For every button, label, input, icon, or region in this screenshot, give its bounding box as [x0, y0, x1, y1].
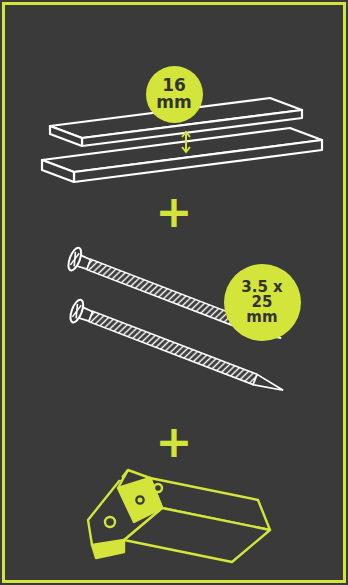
- plus-sign: +: [156, 420, 193, 464]
- dimension-text: 16 mm: [155, 77, 193, 111]
- dimension-text: 3.5 x 25 mm: [235, 280, 289, 325]
- frame: [4, 4, 345, 582]
- dimension-badge: 16 mm: [146, 66, 203, 123]
- bracket: [88, 470, 270, 562]
- thickness-arrow: [182, 132, 190, 152]
- dimension-badge: 3.5 x 25 mm: [224, 264, 301, 341]
- plus-sign: +: [156, 190, 193, 234]
